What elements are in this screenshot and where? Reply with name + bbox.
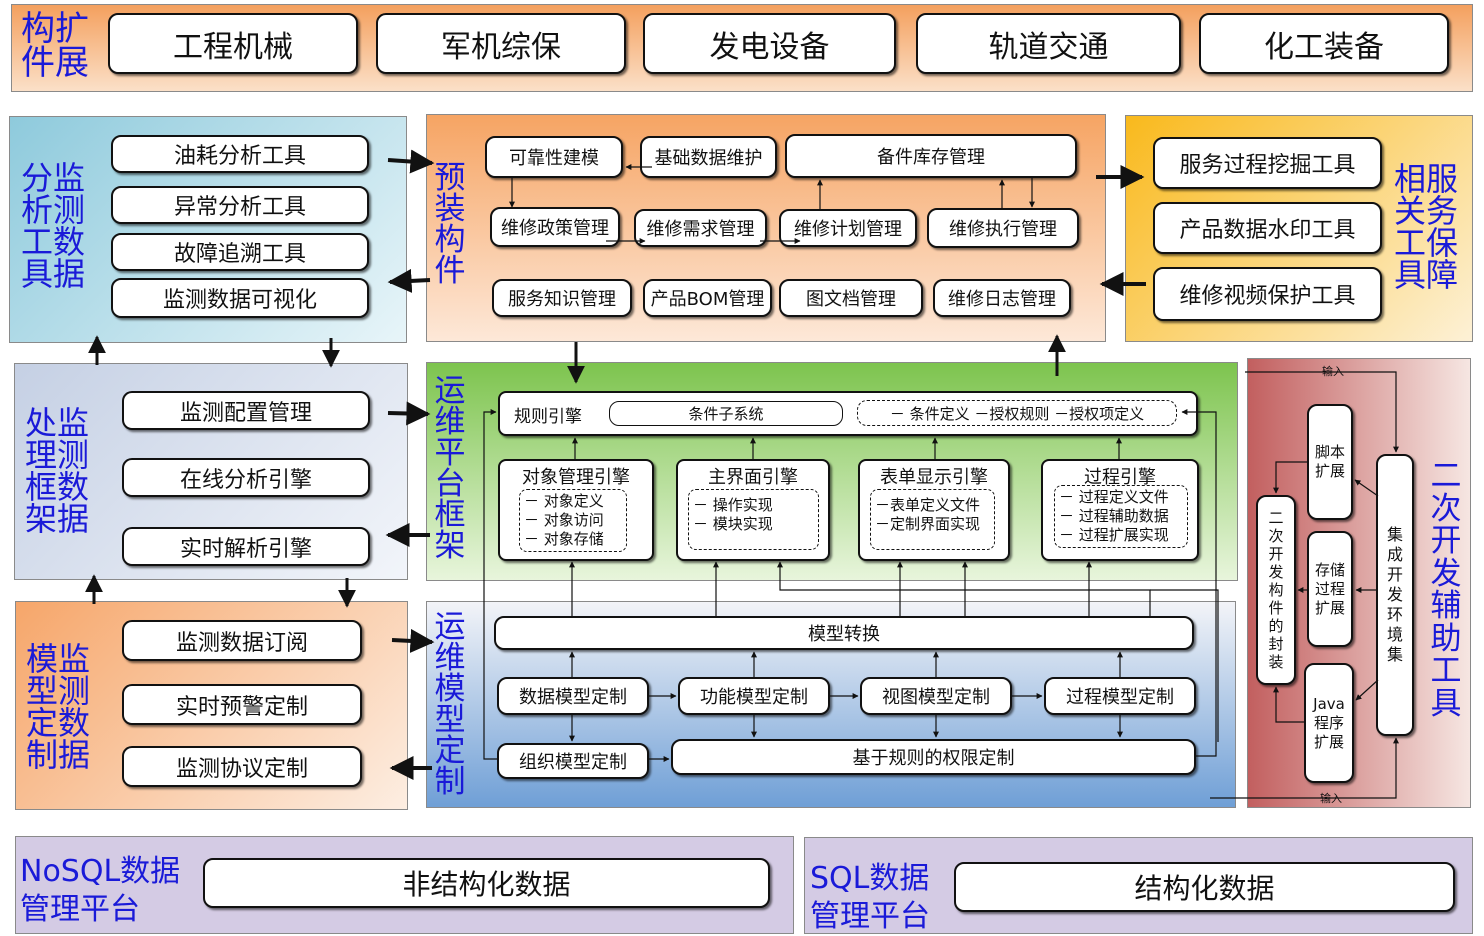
service-tools-title: 相服关务工保具障 <box>1393 160 1458 294</box>
sql-title-line2: 管理平台 <box>810 899 930 934</box>
extension-power-equipment[interactable]: 发电设备 <box>643 13 896 74</box>
stored-procedure-extension[interactable]: 存储过程扩展 <box>1307 531 1353 647</box>
realtime-parsing-engine[interactable]: 实时解析引擎 <box>122 527 370 566</box>
form-engine-box[interactable] <box>858 459 1010 561</box>
maintenance-log[interactable]: 维修日志管理 <box>933 279 1071 317</box>
main-ui-engine-features: － 操作实现 － 模块实现 <box>688 489 819 550</box>
realtime-alert-custom[interactable]: 实时预警定制 <box>122 684 362 725</box>
condition-subsystem[interactable]: 条件子系统 <box>609 401 843 426</box>
online-analysis-engine[interactable]: 在线分析引擎 <box>122 458 370 497</box>
extension-rail-transit[interactable]: 轨道交通 <box>916 13 1181 74</box>
process-engine-title: 过程引擎 <box>1084 467 1156 488</box>
component-extension-title: 构扩件展 <box>21 9 89 83</box>
base-data-maintenance[interactable]: 基础数据维护 <box>640 136 777 178</box>
object-engine-features: － 对象定义 － 对象访问 － 对象存储 <box>519 489 627 552</box>
platform-framework-title: 运维平台框架 <box>434 373 466 564</box>
maintenance-demand[interactable]: 维修需求管理 <box>634 209 767 247</box>
org-model-custom[interactable]: 组织模型定制 <box>497 743 649 779</box>
secondary-dev-title: 二次开发辅助工具 <box>1430 458 1462 722</box>
maintenance-execution[interactable]: 维修执行管理 <box>927 208 1079 248</box>
script-extension[interactable]: 脚本扩展 <box>1307 404 1353 520</box>
processing-framework-title: 处监理测框数架据 <box>24 404 89 538</box>
model-transform[interactable]: 模型转换 <box>494 616 1194 650</box>
product-watermark-tool[interactable]: 产品数据水印工具 <box>1153 202 1382 254</box>
product-bom[interactable]: 产品BOM管理 <box>643 279 772 317</box>
monitoring-protocol-custom[interactable]: 监测协议定制 <box>122 746 362 787</box>
main-ui-engine-title: 主界面引擎 <box>708 467 798 488</box>
reliability-modeling[interactable]: 可靠性建模 <box>485 136 623 178</box>
analysis-tools-title: 分监析测工数具据 <box>20 159 85 293</box>
monitoring-config-management[interactable]: 监测配置管理 <box>122 391 370 430</box>
nosql-title-line1: NoSQL数据 <box>20 854 181 889</box>
extension-construction-machinery[interactable]: 工程机械 <box>108 13 358 74</box>
extension-military-aircraft[interactable]: 军机综保 <box>376 13 626 74</box>
form-engine-features: －表单定义文件 －定制界面实现 <box>870 489 995 550</box>
extension-chemical-equipment[interactable]: 化工装备 <box>1199 13 1449 74</box>
rule-based-permission[interactable]: 基于规则的权限定制 <box>671 739 1196 775</box>
form-engine-title: 表单显示引擎 <box>880 467 988 488</box>
sql-title-line1: SQL数据 <box>810 861 930 896</box>
object-engine-title: 对象管理引擎 <box>522 467 630 488</box>
integrated-dev-env[interactable]: 集成开发环境集 <box>1376 454 1414 736</box>
view-model-custom[interactable]: 视图模型定制 <box>860 677 1012 715</box>
nosql-title-line2: 管理平台 <box>20 892 140 927</box>
anomaly-analysis-tool[interactable]: 异常分析工具 <box>111 186 369 224</box>
process-model-custom[interactable]: 过程模型定制 <box>1044 677 1196 715</box>
model-custom-title: 模监型测定数制据 <box>25 640 90 774</box>
spare-parts-inventory[interactable]: 备件库存管理 <box>785 134 1077 178</box>
function-model-custom[interactable]: 功能模型定制 <box>678 677 830 715</box>
rule-engine-label: 规则引擎 <box>514 407 582 427</box>
maintenance-policy[interactable]: 维修政策管理 <box>490 207 620 247</box>
document-management[interactable]: 图文档管理 <box>779 279 923 317</box>
main-ui-engine-box[interactable] <box>676 459 830 561</box>
structured-data[interactable]: 结构化数据 <box>954 862 1455 912</box>
fault-trace-tool[interactable]: 故障追溯工具 <box>111 233 369 271</box>
maintenance-plan[interactable]: 维修计划管理 <box>779 209 917 247</box>
fuel-analysis-tool[interactable]: 油耗分析工具 <box>111 135 369 173</box>
process-engine-box[interactable] <box>1041 459 1199 561</box>
process-engine-features: － 过程定义文件 － 过程辅助数据 － 过程扩展实现 <box>1054 485 1188 548</box>
service-knowledge[interactable]: 服务知识管理 <box>492 279 632 317</box>
prebuilt-components-title: 预装构件 <box>434 160 466 289</box>
unstructured-data[interactable]: 非结构化数据 <box>203 858 770 908</box>
data-model-custom[interactable]: 数据模型定制 <box>497 677 649 715</box>
rule-definitions: － 条件定义 －授权规则 －授权项定义 <box>857 400 1177 426</box>
monitoring-visualization-tool[interactable]: 监测数据可视化 <box>111 278 369 318</box>
video-protection-tool[interactable]: 维修视频保护工具 <box>1153 267 1382 321</box>
service-process-mining-tool[interactable]: 服务过程挖掘工具 <box>1153 137 1382 189</box>
monitoring-subscription[interactable]: 监测数据订阅 <box>122 620 362 661</box>
ops-modeling-title: 运维模型定制 <box>434 609 466 800</box>
java-extension[interactable]: Java程序扩展 <box>1304 663 1354 783</box>
component-encapsulation[interactable]: 二次开发构件的封装 <box>1256 495 1296 685</box>
